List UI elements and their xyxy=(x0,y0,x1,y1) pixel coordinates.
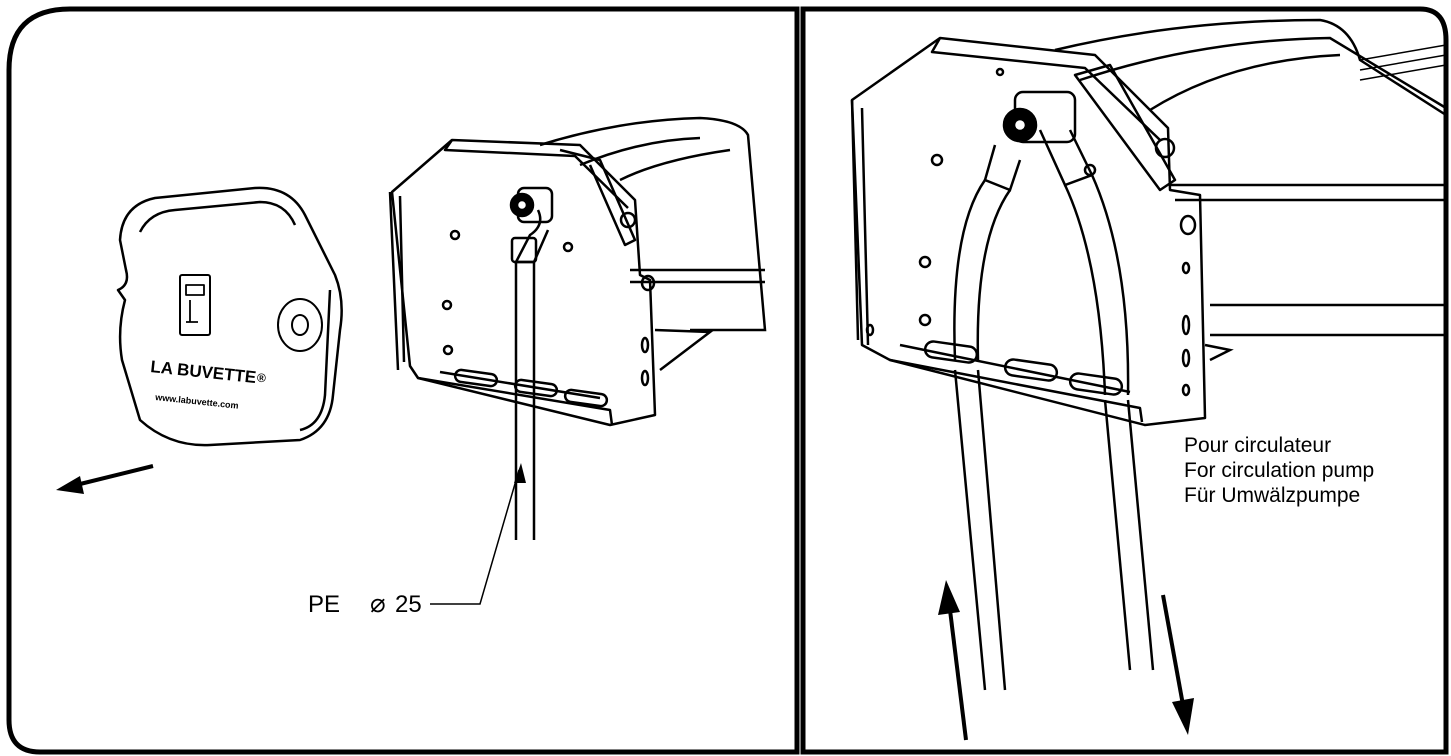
left-panel-frame xyxy=(6,6,800,755)
removed-cover xyxy=(116,186,343,447)
mounting-bracket xyxy=(388,138,657,427)
left-panel: LA BUVETTE ® www.labuvette.com xyxy=(6,6,800,755)
caption-line-en: For circulation pump xyxy=(1184,459,1374,482)
pipe-diameter-symbol: ⌀ xyxy=(370,588,386,618)
pe-pipe xyxy=(509,186,554,540)
cover-website-text: www.labuvette.com xyxy=(154,392,239,411)
circulation-hoses xyxy=(953,90,1155,691)
mounting-bracket-closeup xyxy=(850,36,1207,427)
cover-brand-text: LA BUVETTE xyxy=(150,357,257,387)
cover-registered-mark: ® xyxy=(257,371,266,385)
drum-housing xyxy=(539,116,767,371)
right-panel: Pour circulateur For circulation pump Fü… xyxy=(800,6,1449,755)
pipe-label-leader xyxy=(430,463,526,605)
caption-line-fr: Pour circulateur xyxy=(1184,434,1331,457)
caption-line-de: Für Umwälzpumpe xyxy=(1184,484,1360,507)
pipe-label-prefix: PE xyxy=(308,591,340,618)
right-panel-frame xyxy=(800,6,1449,755)
flow-out-arrow xyxy=(1161,594,1194,735)
flow-in-arrow xyxy=(938,580,968,741)
removal-direction-arrow xyxy=(56,464,154,494)
pipe-diameter-value: 25 xyxy=(395,591,422,618)
